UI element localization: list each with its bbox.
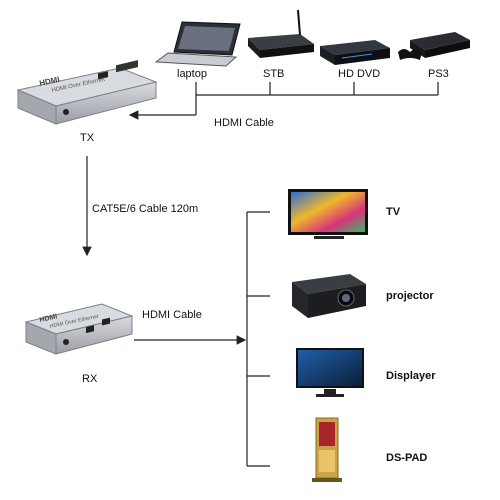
output-cable-label: HDMI Cable [142,309,202,321]
source-label-ps3: PS3 [428,68,449,80]
tx-label: TX [80,132,95,144]
source-label-stb: STB [263,68,285,80]
game-console-icon [398,32,470,60]
digital-signage-kiosk-icon [312,417,342,482]
input-cable-label: HDMI Cable [214,117,274,129]
input-bus [128,82,439,120]
rx-brand: HDMI [39,313,58,324]
output-bus [134,211,270,467]
tx-brand: HDMI [39,75,61,88]
monitor-icon [296,348,364,397]
tx-device [16,60,158,125]
set-top-box-icon [248,9,314,58]
output-label-projector: projector [386,290,434,302]
source-label-laptop: laptop [177,68,207,80]
laptop-icon [154,21,241,67]
output-label-displayer: Displayer [386,370,436,382]
tv-icon [288,189,368,239]
rx-label: RX [82,373,98,385]
rx-device [24,303,134,355]
source-label-hd-dvd: HD DVD [338,68,381,80]
ethernet-cable-label: CAT5E/6 Cable 120m [92,203,199,215]
dvd-player-icon [320,40,390,65]
output-label-ds-pad: DS-PAD [386,452,428,464]
output-label-tv: TV [386,206,401,218]
projector-icon [292,274,366,318]
